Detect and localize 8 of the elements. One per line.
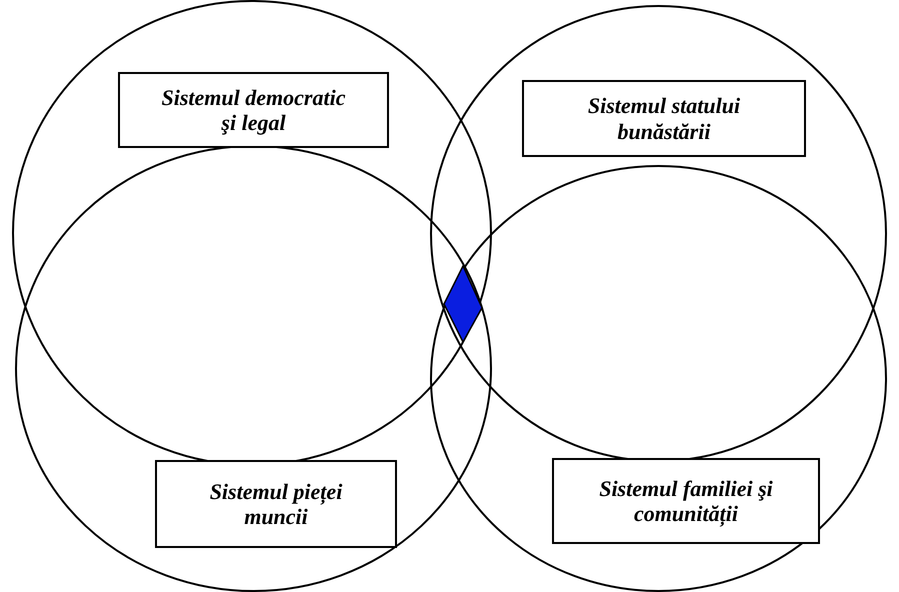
- system-label: Sistemul statului bunăstării: [586, 93, 742, 144]
- system-label: Sistemul pieței muncii: [208, 478, 344, 530]
- label-box: [552, 458, 820, 544]
- system-label: Sistemul democratic şi legal: [160, 84, 346, 136]
- system-label: Sistemul familiei şi comunității: [598, 476, 774, 526]
- label-box: [118, 72, 389, 148]
- label-box: [522, 80, 806, 157]
- label-box: [155, 460, 397, 548]
